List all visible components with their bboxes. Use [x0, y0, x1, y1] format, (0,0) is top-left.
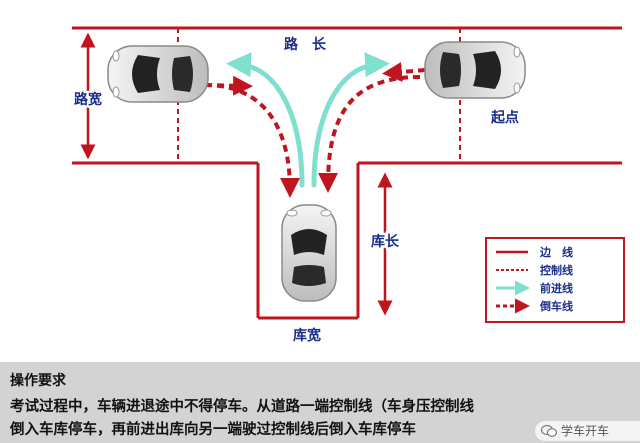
legend-label-control: 控制线 — [540, 263, 573, 277]
watermark: 学车开车 — [535, 421, 640, 441]
dimension-arrows — [80, 32, 393, 316]
forward-path-right — [311, 52, 390, 188]
label-garage-length: 库长 — [371, 233, 400, 250]
car-left — [107, 45, 209, 103]
reverse-path-right — [318, 75, 421, 193]
road-boundaries — [72, 26, 622, 320]
requirements-line-2: 倒入车库停车，再前进出库向另一端驶过控制线后倒入车库停车 — [10, 422, 416, 438]
watermark-text: 学车开车 — [561, 424, 610, 438]
legend-label-boundary: 边 线 — [539, 245, 573, 259]
label-road-length: 路 长 — [284, 36, 327, 53]
car-garage — [281, 204, 337, 302]
requirements-panel: 操作要求 考试过程中，车辆进退途中不得停车。从道路一端控制线（车身压控制线 倒入… — [0, 362, 640, 443]
label-road-width: 路宽 — [74, 91, 102, 108]
requirements-line-1: 考试过程中，车辆进退途中不得停车。从道路一端控制线（车身压控制线 — [10, 399, 474, 415]
reverse-entry-left — [204, 75, 253, 96]
forward-path-left — [226, 52, 305, 188]
reverse-paths — [204, 62, 426, 198]
legend-label-reverse: 倒车线 — [539, 299, 573, 313]
label-garage-width: 库宽 — [293, 327, 321, 344]
chat-bubble-icon — [541, 424, 557, 437]
requirements-title: 操作要求 — [10, 373, 66, 389]
parking-diagram: 路 长 路宽 起点 库长 库宽 边 线 控制线 前进线 倒车线 — [72, 26, 625, 344]
legend: 边 线 控制线 前进线 倒车线 — [485, 237, 625, 323]
label-start-point: 起点 — [490, 109, 519, 126]
legend-label-forward: 前进线 — [540, 281, 573, 295]
forward-paths — [226, 52, 390, 188]
car-right — [424, 41, 526, 99]
reverse-entry-right — [382, 62, 426, 82]
reverse-path-left — [204, 83, 300, 198]
